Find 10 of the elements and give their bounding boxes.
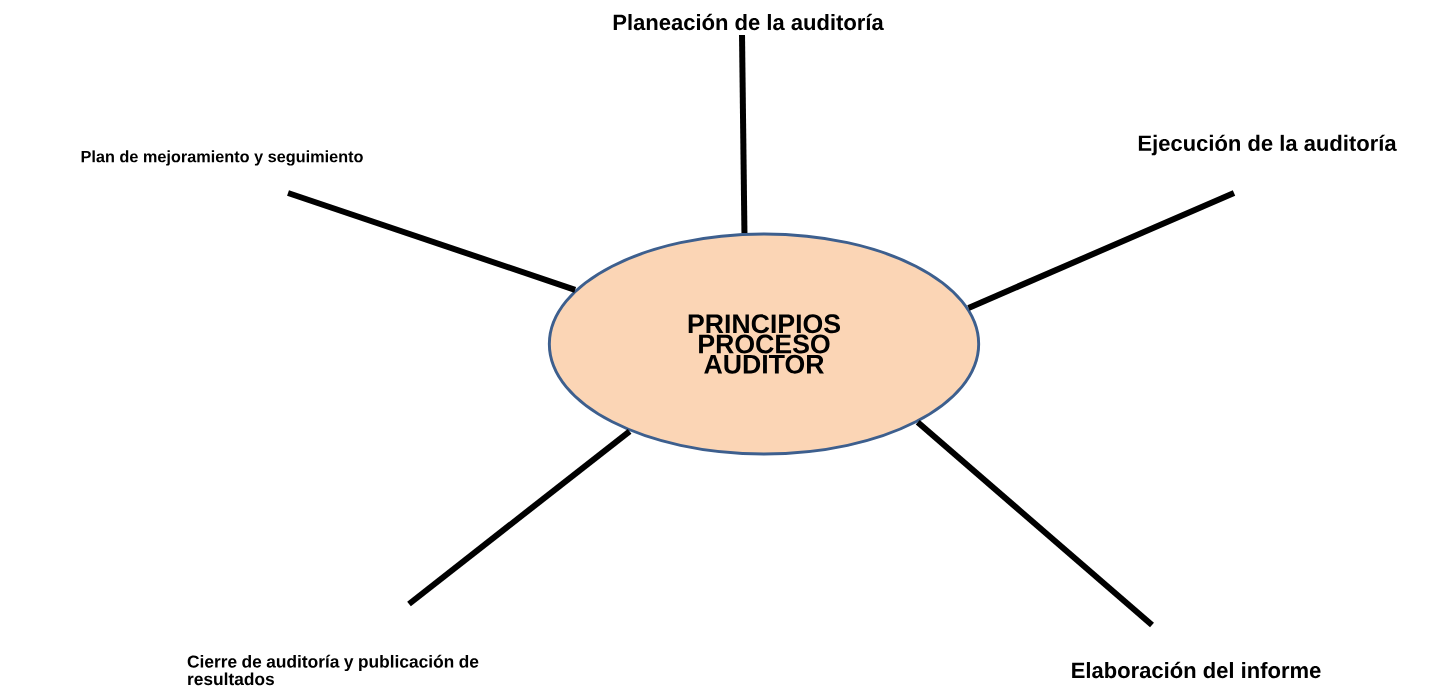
connector-line xyxy=(407,428,632,607)
connector-line xyxy=(287,190,577,293)
stage-label: Plan de mejoramiento y seguimiento xyxy=(81,150,363,166)
stage-label: Planeación de la auditoría xyxy=(613,13,884,31)
stage-label: Cierre de auditoría y publicación de resultados xyxy=(187,654,479,686)
connector-line xyxy=(739,34,748,234)
connector-line xyxy=(915,420,1154,628)
connector-line xyxy=(967,190,1236,311)
stage-label: Elaboración del informe xyxy=(1072,661,1321,679)
stage-label: Ejecución de la auditoría xyxy=(1138,134,1397,156)
